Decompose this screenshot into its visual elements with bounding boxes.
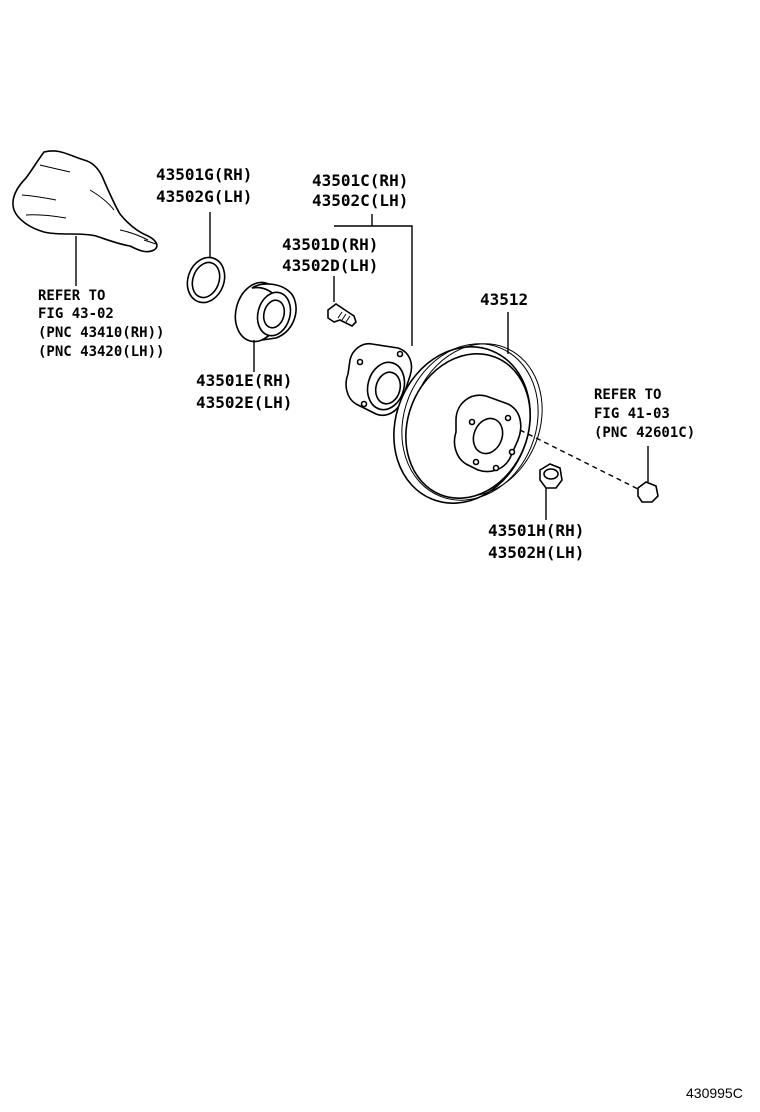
hub-nut	[539, 463, 563, 520]
wheel-nut	[519, 429, 659, 503]
label-nut-lh: 43502H(LH)	[488, 543, 584, 562]
svg-text:(PNC 42601C): (PNC 42601C)	[594, 425, 695, 441]
label-hub-rh: 43501C(RH)	[312, 171, 408, 190]
svg-text:FIG 41-03: FIG 41-03	[594, 406, 670, 422]
brake-disc-rotor	[393, 312, 543, 504]
hub-bolt	[327, 276, 357, 327]
note-refer-knuckle: REFER TO FIG 43-02 (PNC 43410(RH)) (PNC …	[38, 288, 164, 360]
svg-text:FIG 43-02: FIG 43-02	[38, 306, 114, 322]
label-hub-bolt-rh: 43501D(RH)	[282, 235, 378, 254]
svg-text:REFER TO: REFER TO	[38, 288, 105, 304]
label-bearing-lh: 43502E(LH)	[196, 393, 292, 412]
label-snap-ring-rh: 43501G(RH)	[156, 165, 252, 184]
label-hub-lh: 43502C(LH)	[312, 191, 408, 210]
label-snap-ring-lh: 43502G(LH)	[156, 187, 252, 206]
figure-id: 430995C	[686, 1085, 743, 1101]
svg-text:REFER TO: REFER TO	[594, 387, 661, 403]
label-nut-rh: 43501H(RH)	[488, 521, 584, 540]
svg-text:(PNC 43420(LH)): (PNC 43420(LH))	[38, 344, 164, 360]
steering-knuckle	[12, 150, 158, 286]
note-refer-wheel: REFER TO FIG 41-03 (PNC 42601C)	[594, 387, 695, 441]
hub-bearing	[234, 281, 297, 372]
label-hub-bolt-lh: 43502D(LH)	[282, 256, 378, 275]
snap-ring	[186, 212, 226, 304]
svg-text:(PNC 43410(RH)): (PNC 43410(RH))	[38, 325, 164, 341]
label-rotor: 43512	[480, 290, 528, 309]
label-bearing-rh: 43501E(RH)	[196, 371, 292, 390]
